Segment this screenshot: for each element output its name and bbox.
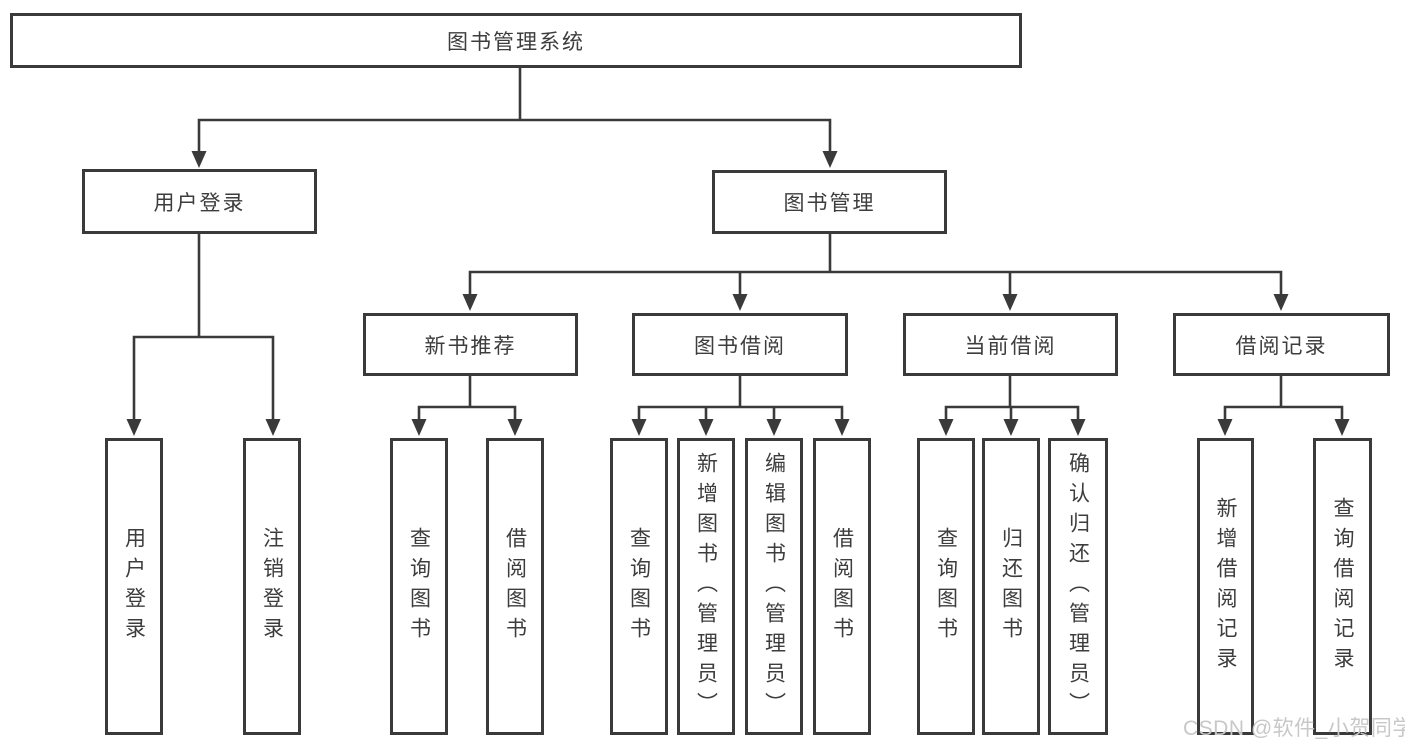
node-label: 查询图书 (934, 526, 958, 647)
node-label: 查询图书 (627, 526, 651, 647)
leaf-edit-books-admin: 编辑图书（管理员） (745, 438, 803, 735)
node-label: 查询图书 (407, 526, 431, 647)
node-label: 新书推荐 (424, 334, 517, 358)
leaf-add-borrow-record: 新增借阅记录 (1197, 438, 1254, 735)
node-label: 当前借阅 (964, 334, 1057, 358)
leaf-borrow-books-2: 借阅图书 (813, 438, 871, 735)
leaf-return-books: 归还图书 (982, 438, 1040, 735)
node-label: 图书管理 (783, 192, 876, 215)
node-label: 归还图书 (999, 526, 1023, 647)
node-label: 编辑图书（管理员） (762, 451, 786, 722)
leaf-borrow-books-1: 借阅图书 (486, 438, 544, 735)
node-label: 新增图书（管理员） (694, 451, 718, 722)
node-current-borrow: 当前借阅 (903, 313, 1118, 376)
node-label: 用户登录 (153, 191, 246, 215)
node-label: 借阅记录 (1235, 334, 1328, 358)
node-label: 图书借阅 (694, 334, 786, 358)
leaf-query-books-2: 查询图书 (610, 438, 668, 735)
leaf-query-books-3: 查询图书 (917, 438, 975, 735)
leaf-logout: 注销登录 (243, 438, 301, 735)
node-label: 新增借阅记录 (1214, 496, 1237, 677)
node-book-management: 图书管理 (712, 170, 947, 234)
leaf-confirm-return-admin: 确认归还（管理员） (1048, 438, 1108, 735)
leaf-query-borrow-record: 查询借阅记录 (1313, 438, 1372, 735)
watermark: CSDN @软件_小贺同学 (1183, 717, 1405, 740)
node-label: 用户登录 (122, 526, 146, 647)
node-borrow-record: 借阅记录 (1173, 313, 1390, 376)
node-book-borrow: 图书借阅 (632, 313, 848, 376)
node-label: 借阅图书 (830, 526, 854, 647)
node-label: 注销登录 (260, 526, 284, 647)
leaf-query-books-1: 查询图书 (390, 438, 448, 735)
leaf-add-books-admin: 新增图书（管理员） (677, 438, 735, 735)
node-label: 确认归还（管理员） (1066, 451, 1090, 722)
node-root: 图书管理系统 (10, 13, 1022, 68)
node-new-book-recommend: 新书推荐 (363, 313, 578, 376)
node-label: 查询借阅记录 (1331, 496, 1354, 677)
node-label: 借阅图书 (503, 526, 527, 647)
leaf-user-login: 用户登录 (105, 438, 163, 735)
node-user-login: 用户登录 (82, 169, 317, 234)
node-label: 图书管理系统 (447, 30, 585, 54)
